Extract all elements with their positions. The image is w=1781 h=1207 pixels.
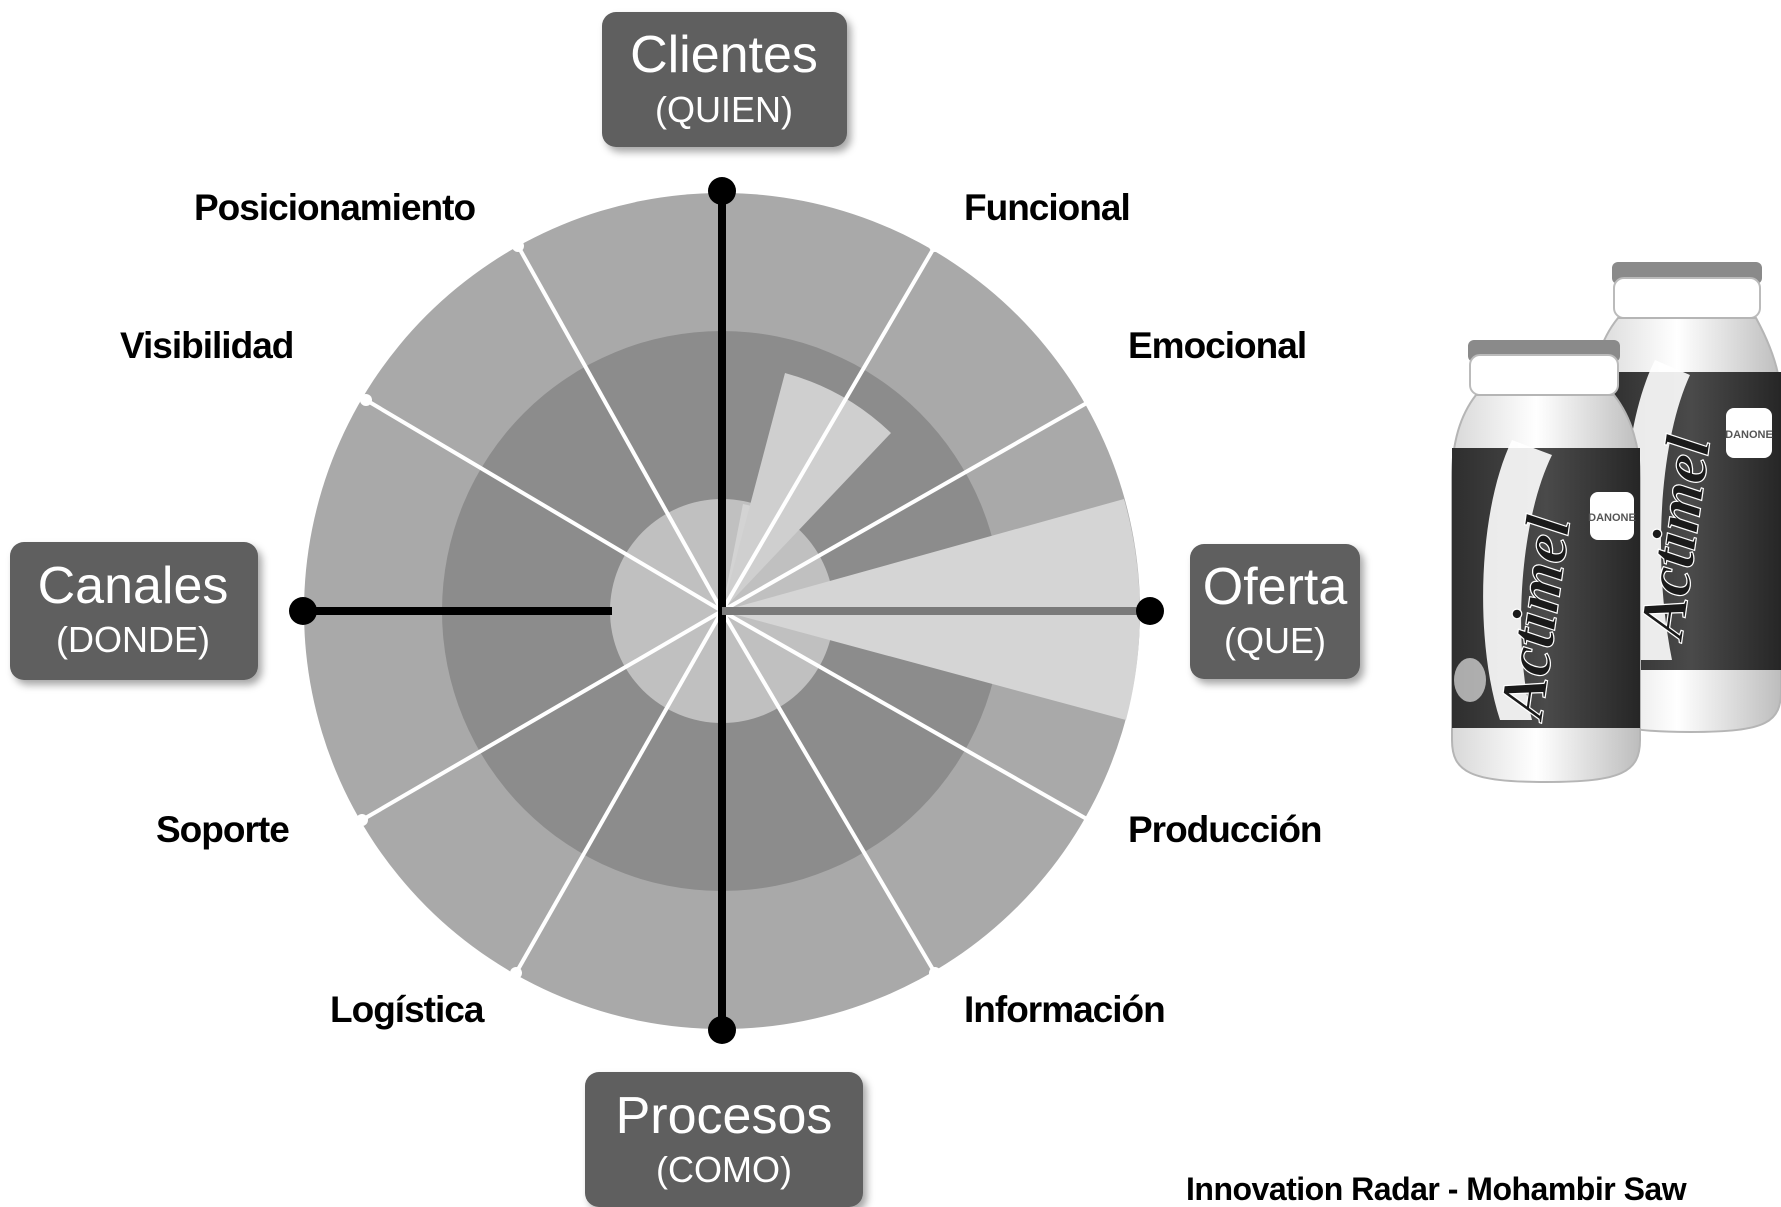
bottle-front-maker: DANONE xyxy=(1588,512,1636,524)
label-funcional: Funcional xyxy=(964,187,1130,228)
label-posicionamiento: Posicionamiento xyxy=(194,187,475,228)
axis-title-oferta: Oferta xyxy=(1203,558,1348,616)
spoke-logistica xyxy=(514,610,724,974)
bottle-back-maker: DANONE xyxy=(1725,429,1773,441)
axis-box-canales: Canales (DONDE) xyxy=(10,542,258,680)
label-visibilidad: Visibilidad xyxy=(120,325,293,366)
label-logistica: Logística xyxy=(330,989,485,1030)
footer-caption: Innovation Radar - Mohambir Saw xyxy=(1186,1171,1687,1207)
radar-wheel xyxy=(289,177,1164,1044)
axis-subtitle-clientes: (QUIEN) xyxy=(655,89,793,130)
spoke-produccion xyxy=(721,609,1093,824)
spoke-funcional xyxy=(720,244,937,613)
spoke-emocional xyxy=(721,398,1093,613)
axis-title-clientes: Clientes xyxy=(630,26,818,84)
label-emocional: Emocional xyxy=(1128,325,1306,366)
axis-box-oferta: Oferta (QUE) xyxy=(1190,544,1360,679)
axis-box-procesos: Procesos (COMO) xyxy=(585,1072,863,1207)
axis-title-canales: Canales xyxy=(38,557,229,615)
axis-end-dots xyxy=(289,177,1164,1044)
axis-subtitle-oferta: (QUE) xyxy=(1224,620,1326,661)
label-informacion: Información xyxy=(964,989,1165,1030)
spoke-informacion xyxy=(720,609,937,975)
label-produccion: Producción xyxy=(1128,809,1322,850)
axis-subtitle-procesos: (COMO) xyxy=(656,1149,792,1190)
bottle-front: Actimel DANONE xyxy=(1451,340,1641,784)
radar-spokes xyxy=(360,244,1093,975)
axis-title-procesos: Procesos xyxy=(616,1087,833,1145)
axis-subtitle-canales: (DONDE) xyxy=(56,619,210,660)
product-image: Actimel DANONE Actimel DANONE xyxy=(1451,262,1781,784)
dimension-labels: Posicionamiento Funcional Visibilidad Em… xyxy=(120,187,1323,1030)
label-soporte: Soporte xyxy=(156,809,289,850)
spoke-visibilidad xyxy=(364,398,724,613)
spoke-posicionamiento xyxy=(516,245,724,612)
spoke-soporte xyxy=(360,609,724,822)
main-axes xyxy=(303,191,726,1030)
highlight-wedge-funcional xyxy=(722,373,891,611)
spoke-end-dots xyxy=(356,240,1098,979)
axis-box-clientes: Clientes (QUIEN) xyxy=(602,12,847,147)
